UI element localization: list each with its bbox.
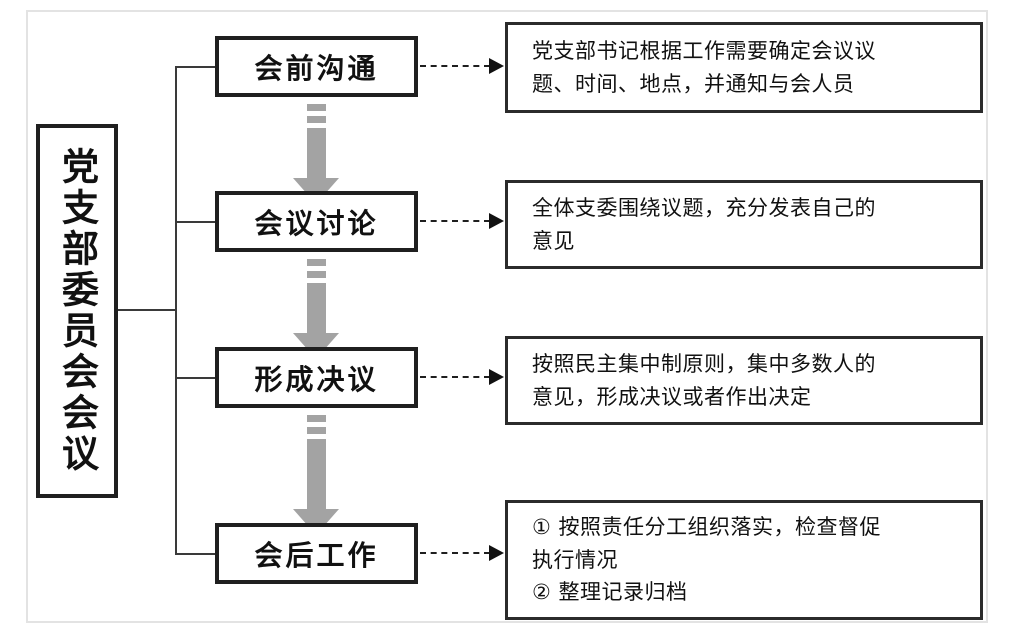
flow-arrow-2-to-3 [293,259,339,359]
connector-spine-to-stage-1 [175,66,216,68]
flow-arrow-1-to-2 [293,104,339,204]
connector-root-to-spine [118,309,176,311]
description-line: ② 整理记录归档 [532,580,688,605]
arrow-shaft [306,439,326,509]
stage-label-2: 会议讨论 [254,206,379,240]
description-box-3: 按照民主集中制原则，集中多数人的 意见，形成决议或者作出决定 [505,336,983,425]
dashed-arrow-stage-4 [420,545,504,561]
description-box-4: ① 按照责任分工组织落实，检查督促 执行情况 ② 整理记录归档 [505,500,983,620]
arrow-shaft [306,128,326,178]
dashed-line [420,552,490,554]
stage-box-3[interactable]: 形成决议 [215,347,418,408]
stage-label-3: 形成决议 [254,362,379,396]
arrowhead-icon [489,369,504,385]
arrowhead-icon [489,58,504,74]
connector-spine-to-stage-3 [175,377,216,379]
arrow-segment [306,104,326,111]
arrow-segment [306,271,326,278]
stage-box-2[interactable]: 会议讨论 [215,191,418,252]
dashed-line [420,65,490,67]
arrow-segment [306,116,326,123]
stage-label-1: 会前沟通 [254,51,379,85]
description-line: ① 按照责任分工组织落实，检查督促 [532,515,882,540]
description-line: 意见 [532,228,575,253]
outer-frame [26,10,988,623]
arrow-segment [306,259,326,266]
arrow-segment [306,427,326,434]
dashed-line [420,376,490,378]
arrowhead-icon [489,545,504,561]
stage-label-4: 会后工作 [254,538,379,572]
description-line: 题、时间、地点，并通知与会人员 [532,71,855,96]
connector-spine [175,66,177,554]
arrow-shaft [306,283,326,333]
root-node-label: 党支部委员会会议 [55,147,99,475]
dashed-arrow-stage-3 [420,369,504,385]
root-node-party-branch-committee-meeting: 党支部委员会会议 [36,124,118,498]
stage-box-4[interactable]: 会后工作 [215,523,418,584]
dashed-arrow-stage-1 [420,58,504,74]
stage-box-1[interactable]: 会前沟通 [215,36,418,97]
description-line: 党支部书记根据工作需要确定会议议 [532,38,876,63]
description-line: 意见，形成决议或者作出决定 [532,384,812,409]
dashed-arrow-stage-2 [420,213,504,229]
arrowhead-icon [489,213,504,229]
flow-arrow-3-to-4 [293,415,339,535]
arrow-segment [306,415,326,422]
description-line: 执行情况 [532,547,618,572]
description-line: 按照民主集中制原则，集中多数人的 [532,351,876,376]
connector-spine-to-stage-4 [175,553,216,555]
description-box-1: 党支部书记根据工作需要确定会议议 题、时间、地点，并通知与会人员 [505,22,983,113]
description-line: 全体支委围绕议题，充分发表自己的 [532,195,876,220]
connector-spine-to-stage-2 [175,221,216,223]
dashed-line [420,220,490,222]
description-box-2: 全体支委围绕议题，充分发表自己的 意见 [505,180,983,269]
